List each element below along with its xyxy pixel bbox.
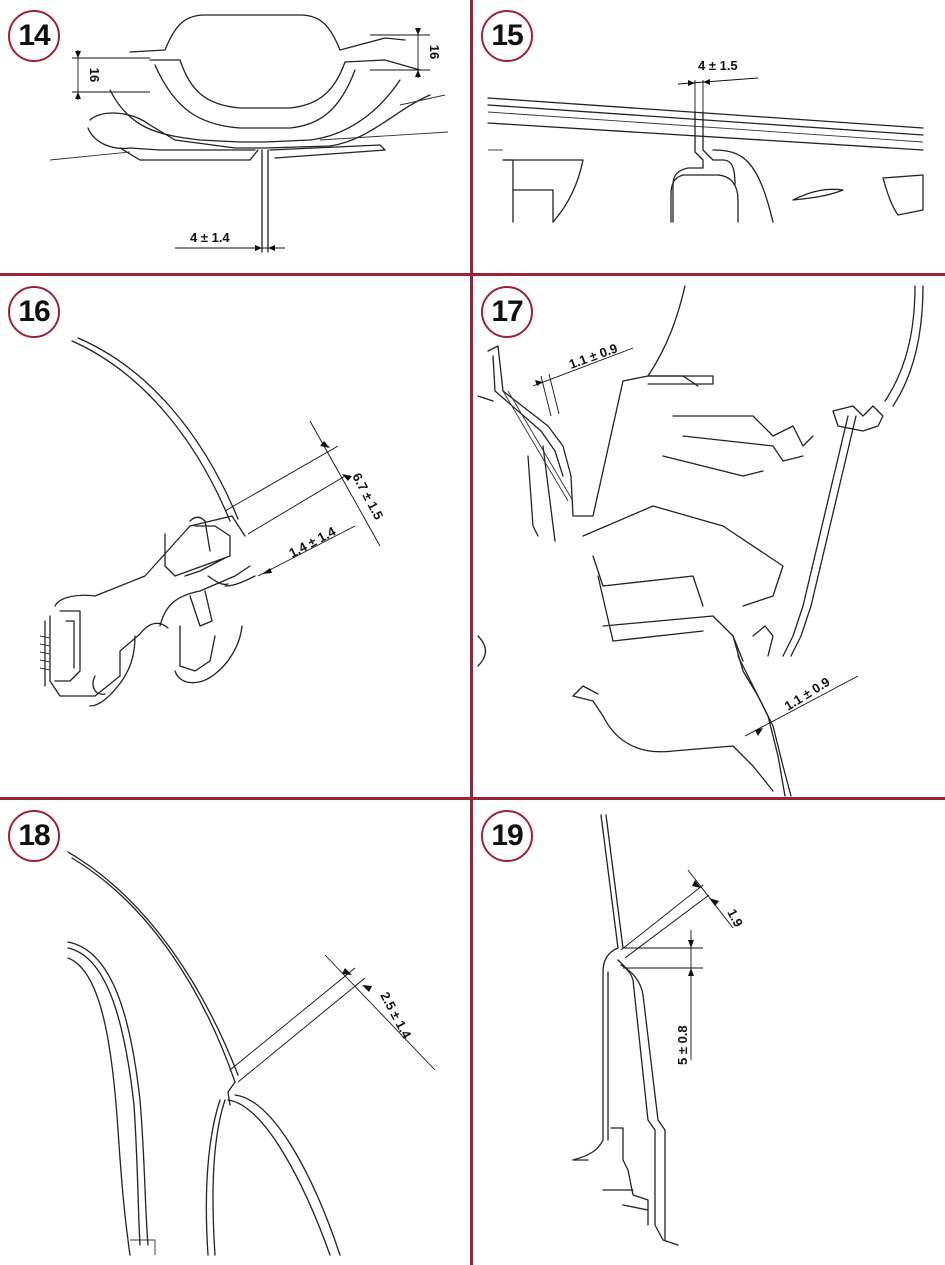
- panel-number-badge: 17: [481, 286, 533, 338]
- panel-outline: [67, 851, 239, 1076]
- section-drawing: 1.1 ± 0.9 1.1 ± 0.9: [477, 285, 924, 797]
- dimension-label: 4 ± 1.4: [190, 230, 230, 245]
- panel-number-badge: 15: [481, 10, 533, 62]
- panel-15: 15 4 ± 1.5: [473, 0, 945, 273]
- horizontal-divider-2: [0, 797, 945, 800]
- panel-number: 14: [18, 19, 50, 52]
- section-drawing: 16 16 4 ± 1.4: [49, 14, 449, 253]
- dimension-label: 6.7 ± 1.5: [349, 470, 386, 522]
- roof-panel-outline: [487, 97, 924, 129]
- roof-panel-outline: [129, 14, 406, 53]
- panel-number-badge: 19: [481, 810, 533, 862]
- panel-number: 17: [491, 295, 523, 328]
- panel-number: 18: [18, 819, 50, 852]
- panel-number-badge: 18: [8, 810, 60, 862]
- section-drawing: 4 ± 1.5: [487, 58, 924, 223]
- panel-14: 14 16: [0, 0, 470, 273]
- section-drawing: 2.5 ± 1.4: [67, 851, 436, 1256]
- glass-outline: [71, 340, 231, 522]
- horizontal-divider-1: [0, 273, 945, 276]
- panel-19: 19 1.9 5 ± 0.8: [473, 800, 945, 1265]
- panel-number: 19: [491, 819, 523, 852]
- dimension-label: 16: [427, 45, 442, 59]
- panel-17: 17: [473, 276, 945, 797]
- dimension-label: 1.1 ± 0.9: [567, 340, 620, 371]
- panel-number-badge: 14: [8, 10, 60, 62]
- dimension-label: 16: [87, 68, 102, 82]
- panel-outline: [572, 814, 619, 1161]
- dimension-label: 1.9: [724, 906, 746, 929]
- panel-18: 18 2.5 ± 1.4: [0, 800, 470, 1265]
- panel-16: 16: [0, 276, 470, 797]
- panel-number-badge: 16: [8, 286, 60, 338]
- body-outline: [647, 285, 686, 377]
- section-drawing: 1.9 5 ± 0.8: [572, 814, 746, 1246]
- dimension-label: 4 ± 1.5: [698, 58, 738, 73]
- section-drawing: 6.7 ± 1.5 1.4 ± 1.4: [39, 337, 386, 707]
- panel-number: 16: [18, 295, 50, 328]
- dimension-label: 5 ± 0.8: [675, 1025, 690, 1065]
- vertical-divider: [470, 0, 473, 1265]
- dimension-label: 1.4 ± 1.4: [286, 523, 338, 560]
- panel-number: 15: [491, 19, 523, 52]
